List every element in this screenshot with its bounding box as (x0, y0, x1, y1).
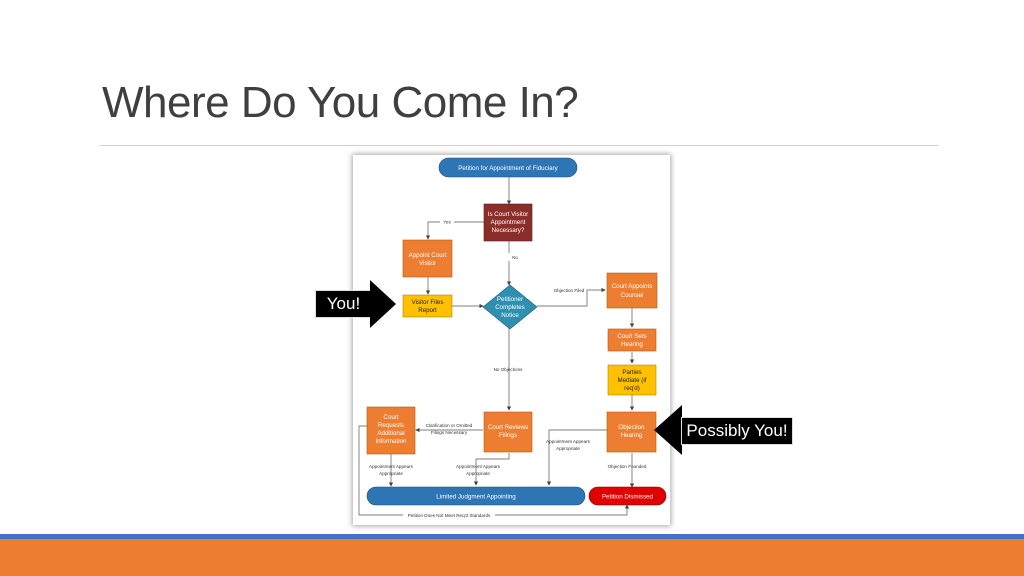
node-petitioner-completes-notice: Petitioner Completes Notice (482, 284, 538, 330)
svg-text:Objection: Objection (618, 424, 645, 431)
node-court-appoints-counsel: Court Appoints Counsel (606, 272, 658, 309)
svg-text:Necessary?: Necessary? (492, 227, 525, 234)
edge-label-yes: Yes (443, 220, 451, 225)
svg-text:Filings Necessary: Filings Necessary (431, 430, 468, 435)
node-limited-judgment: Limited Judgment Appointing (366, 486, 586, 506)
svg-text:Information: Information (376, 438, 408, 445)
svg-text:Petitioner: Petitioner (497, 296, 523, 303)
svg-text:Court: Court (383, 414, 398, 421)
possibly-you-arrow-icon (654, 405, 682, 455)
svg-text:Appoint Court: Appoint Court (409, 252, 447, 259)
node-petition: Petition for Appointment of Fiduciary (438, 157, 578, 178)
svg-text:Appropriate: Appropriate (379, 471, 403, 476)
edge-label-objection-founded: Objection Founded (608, 464, 647, 469)
edge-label-appears-appropriate-objection: Appointment Appears (546, 439, 591, 444)
edge-label-clarification: Clarification or Omitted (426, 423, 473, 428)
you-callout-label: You! (315, 290, 372, 318)
node-visitor-files-report: Visitor Files Report (402, 294, 453, 318)
svg-text:Appropriate: Appropriate (466, 471, 490, 476)
svg-text:Notice: Notice (501, 312, 519, 319)
edge-label-appears-appropriate-info: Appointment Appears (369, 464, 414, 469)
node-appoint-visitor: Appoint Court Visitor (402, 239, 453, 278)
node-court-requests-info: Court Requests Additional Information (366, 406, 416, 455)
flow-connectors (358, 177, 635, 516)
edge-label-not-meet-standards: Petition Does Not Meet Req'd Standards (408, 513, 491, 518)
you-arrow-icon (370, 280, 396, 328)
edge-label-objection-filed: Objection Filed (554, 288, 585, 293)
svg-text:Additional: Additional (377, 430, 404, 437)
svg-text:Limited Judgment Appointing: Limited Judgment Appointing (436, 494, 516, 501)
edge-label-no-objections: No Objections (494, 367, 524, 372)
svg-text:Filings: Filings (499, 432, 517, 439)
title-divider (100, 145, 938, 146)
svg-text:Hearing: Hearing (621, 341, 643, 348)
svg-text:Petition Dismissed: Petition Dismissed (602, 494, 653, 501)
svg-text:Appointment: Appointment (491, 219, 526, 226)
svg-text:Mediate (if: Mediate (if (618, 377, 647, 384)
flowchart-frame: Petition for Appointment of Fiduciary Is… (353, 155, 670, 525)
slide-title: Where Do You Come In? (102, 78, 579, 127)
edge-label-no: No (512, 255, 518, 260)
node-objection-hearing: Objection Hearing (606, 411, 657, 453)
edge-labels: Yes No Objection Filed No Objections Cla… (369, 218, 647, 518)
footer-bar (0, 539, 1024, 576)
node-is-visitor-necessary: Is Court Visitor Appointment Necessary? (483, 203, 533, 242)
svg-text:req'd): req'd) (624, 385, 640, 392)
footer-accent-bar (0, 534, 1024, 539)
svg-text:Parties: Parties (622, 369, 641, 376)
svg-text:Is Court Visitor: Is Court Visitor (488, 211, 528, 218)
edge-label-appears-appropriate-review: Appointment Appears (456, 464, 501, 469)
svg-text:Requests: Requests (378, 422, 404, 429)
svg-text:Appropriate: Appropriate (556, 446, 580, 451)
node-court-reviews-filings: Court Reviews Filings (483, 411, 533, 453)
svg-text:Visitor Files: Visitor Files (412, 299, 444, 306)
svg-text:Visitor: Visitor (419, 260, 436, 267)
svg-text:Counsel: Counsel (621, 292, 644, 299)
svg-text:Hearing: Hearing (621, 432, 643, 439)
node-parties-mediate: Parties Mediate (if req'd) (607, 364, 657, 396)
node-petition-dismissed: Petition Dismissed (588, 486, 667, 506)
svg-text:Court Appoints: Court Appoints (612, 283, 653, 290)
node-court-sets-hearing: Court Sets Hearing (607, 328, 657, 352)
svg-text:Petition for Appointment of Fi: Petition for Appointment of Fiduciary (458, 165, 558, 172)
svg-text:Court Reviews: Court Reviews (488, 424, 528, 431)
possibly-you-callout-label: Possibly You! (681, 417, 793, 445)
flowchart-diagram: Petition for Appointment of Fiduciary Is… (358, 157, 667, 518)
svg-text:Completes: Completes (495, 304, 525, 311)
svg-text:Report: Report (418, 307, 437, 314)
svg-text:Court Sets: Court Sets (617, 333, 646, 340)
